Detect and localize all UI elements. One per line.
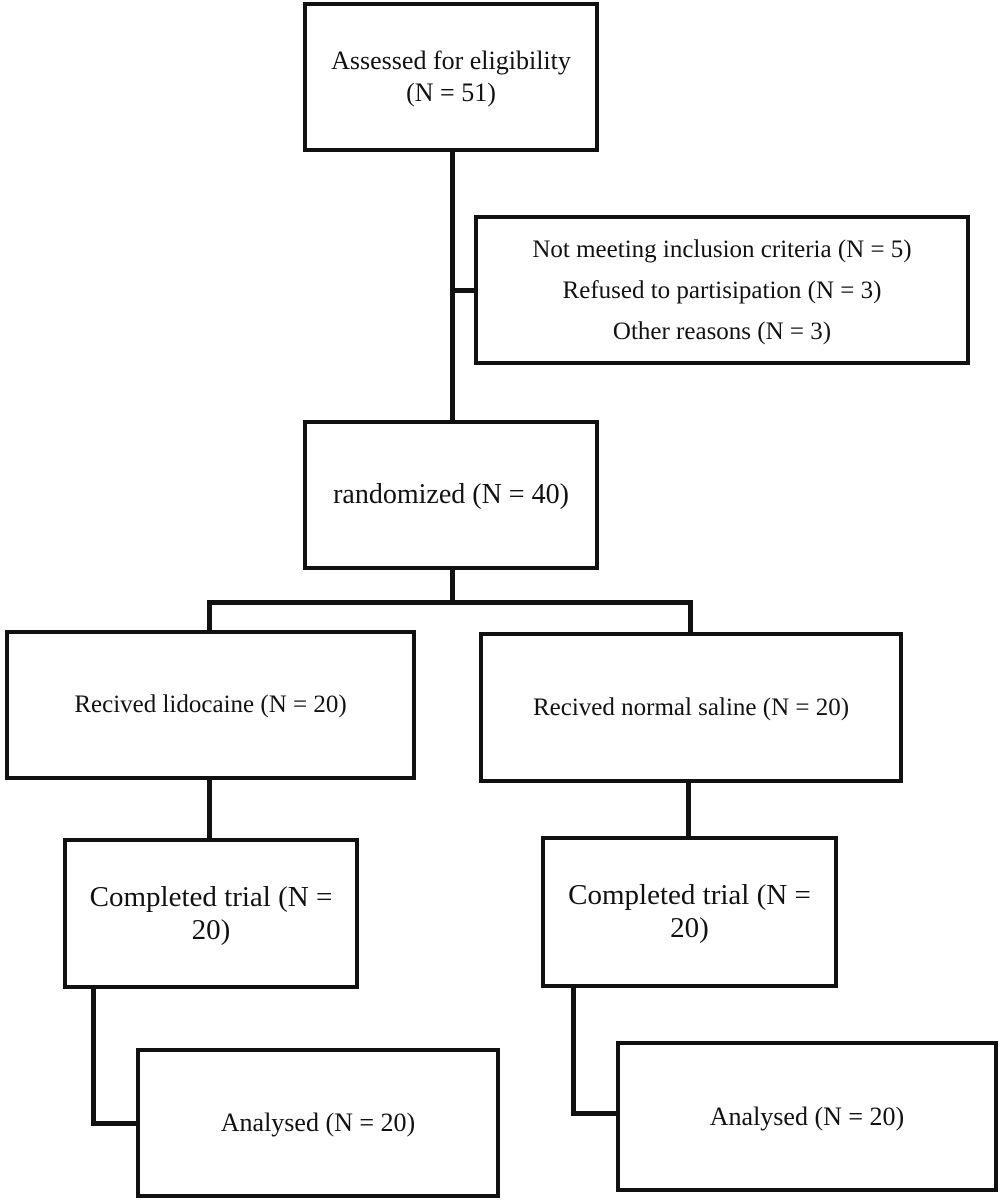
lidocaine-analysed-box: Analysed (N = 20) xyxy=(136,1048,500,1198)
randomized-box: randomized (N = 40) xyxy=(303,420,599,570)
lidocaine-received-label: Recived lidocaine (N = 20) xyxy=(74,691,347,718)
connector-split-left-drop xyxy=(207,600,212,632)
lidocaine-analysed-label: Analysed (N = 20) xyxy=(220,1108,416,1137)
connector-split-right-drop xyxy=(688,600,693,634)
excluded-inclusion-criteria: Not meeting inclusion criteria (N = 5) xyxy=(532,235,912,263)
excluded-refused: Refused to partisipation (N = 3) xyxy=(562,276,882,304)
lidocaine-completed-label: Completed trial (N = 20) xyxy=(89,880,333,946)
saline-received-box: Recived normal saline (N = 20) xyxy=(479,632,903,783)
lidocaine-completed-box: Completed trial (N = 20) xyxy=(63,838,359,989)
connector-assessed-to-randomized xyxy=(450,150,455,422)
connector-split-horizontal xyxy=(207,600,693,605)
excluded-box: Not meeting inclusion criteria (N = 5) R… xyxy=(474,215,970,365)
connector-lido-to-completed xyxy=(207,778,212,840)
connector-saline-completed-to-analysed xyxy=(571,1111,618,1116)
saline-analysed-label: Analysed (N = 20) xyxy=(709,1101,905,1131)
lidocaine-received-box: Recived lidocaine (N = 20) xyxy=(5,630,416,780)
saline-analysed-box: Analysed (N = 20) xyxy=(616,1041,998,1192)
saline-completed-box: Completed trial (N = 20) xyxy=(541,836,838,988)
connector-saline-completed-down xyxy=(571,986,576,1116)
saline-received-label: Recived normal saline (N = 20) xyxy=(532,693,850,721)
connector-randomized-stem xyxy=(450,568,455,605)
assessed-count: (N = 51) xyxy=(406,78,496,107)
connector-lido-completed-to-analysed xyxy=(91,1121,138,1126)
connector-to-excluded xyxy=(450,288,476,293)
assessed-eligibility-box: Assessed for eligibility (N = 51) xyxy=(303,2,599,152)
excluded-other-reasons: Other reasons (N = 3) xyxy=(612,317,832,345)
saline-completed-label: Completed trial (N = 20) xyxy=(568,879,811,944)
connector-lido-completed-down xyxy=(91,987,96,1126)
connector-saline-to-completed xyxy=(686,781,691,838)
assessed-label: Assessed for eligibility xyxy=(331,46,571,75)
randomized-label: randomized (N = 40) xyxy=(333,479,569,510)
